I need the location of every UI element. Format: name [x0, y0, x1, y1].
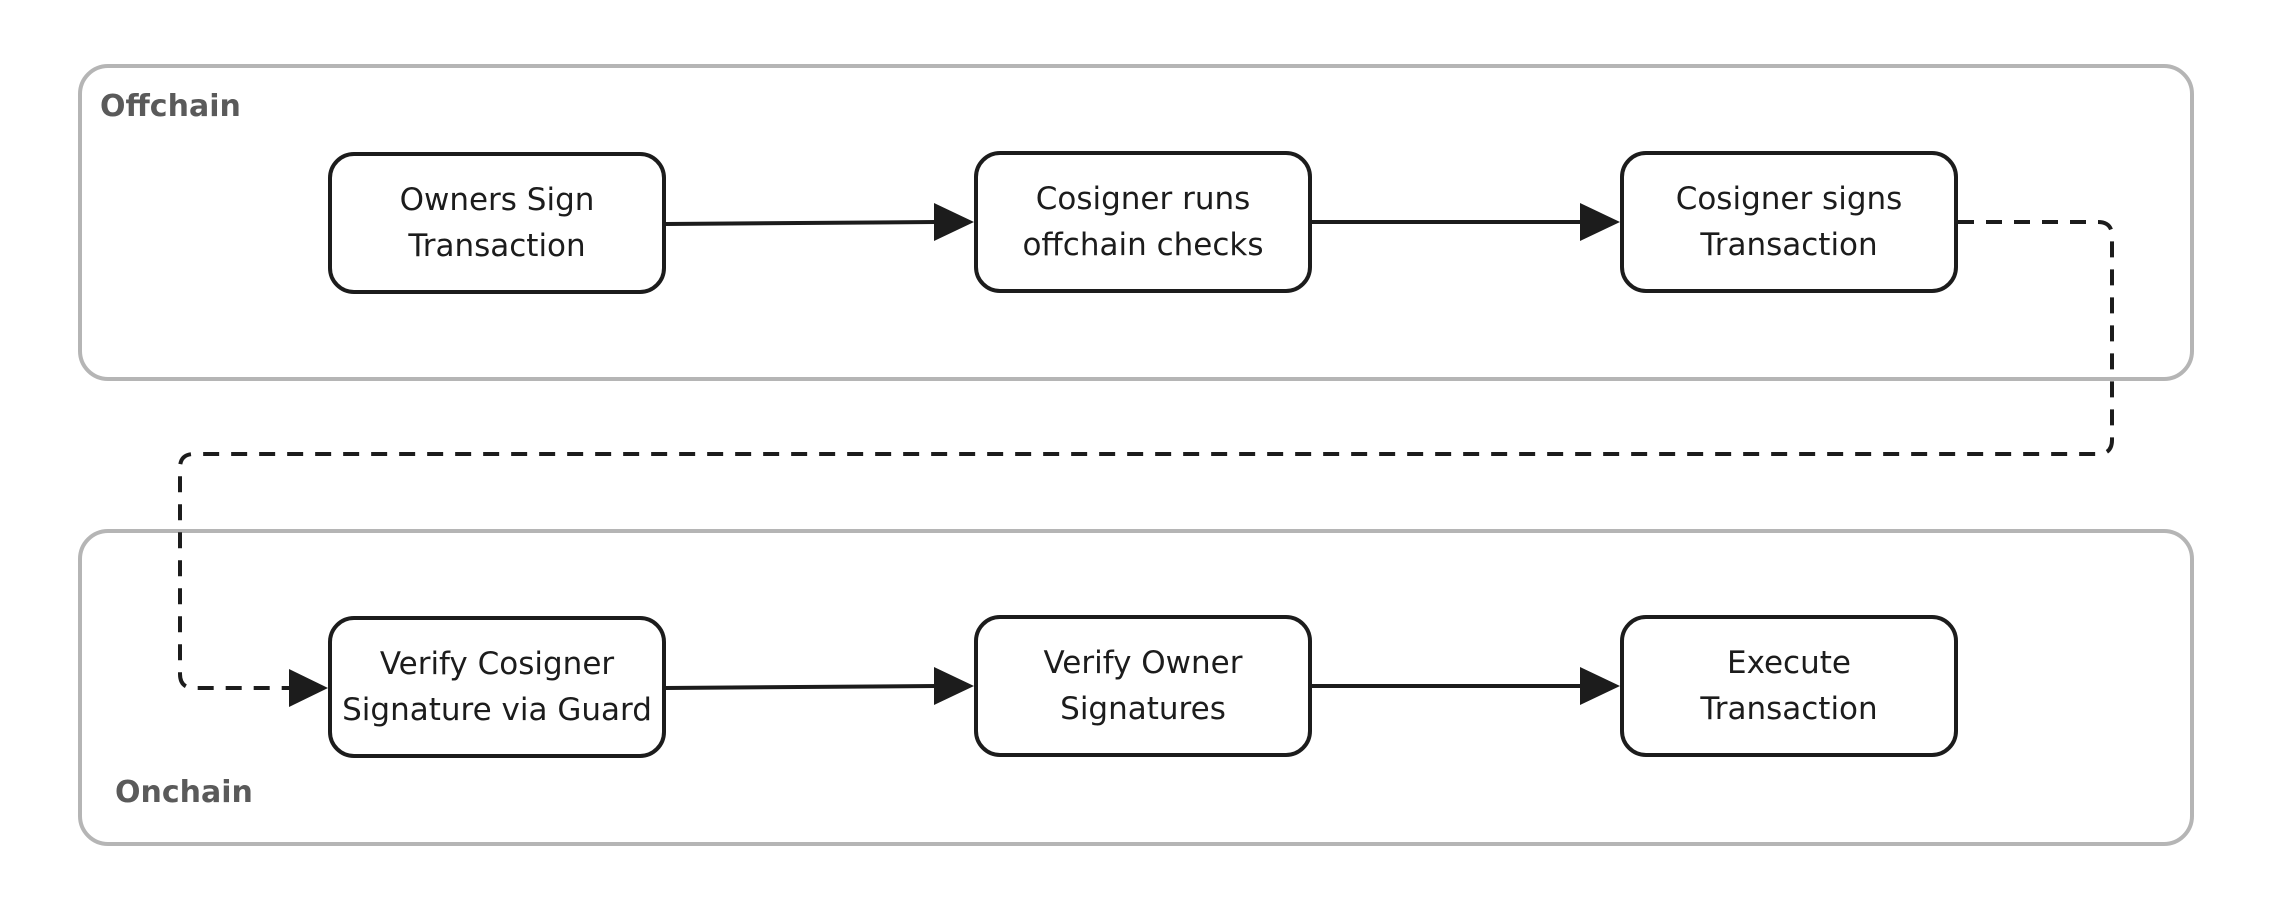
- node-cosigner-runs-offchain-checks: Cosigner runs offchain checks: [974, 151, 1312, 293]
- node-execute-label: Execute Transaction: [1700, 645, 1878, 727]
- arrowhead-dashed-to-verify-cosigner: [289, 669, 328, 707]
- node-verify-cosigner-label: Verify Cosigner Signature via Guard: [342, 646, 652, 728]
- node-execute-transaction: Execute Transaction: [1620, 615, 1958, 757]
- node-owners-sign-label: Owners Sign Transaction: [399, 182, 595, 264]
- arrowhead-owners-to-checks: [934, 203, 974, 241]
- node-verify-owner-signatures: Verify Owner Signatures: [974, 615, 1312, 757]
- onchain-group-label: Onchain: [115, 775, 253, 810]
- node-cosigner-signs-label: Cosigner signs Transaction: [1675, 181, 1903, 263]
- arrowhead-checks-to-signs: [1580, 203, 1620, 241]
- arrow-owners-to-checks: [665, 220, 937, 226]
- node-cosigner-checks-label: Cosigner runs offchain checks: [1022, 181, 1264, 263]
- node-owners-sign-transaction: Owners Sign Transaction: [328, 152, 666, 294]
- arrowhead-verify-cosigner-to-owner: [934, 667, 974, 705]
- offchain-group-label: Offchain: [100, 89, 241, 124]
- node-verify-cosigner-signature: Verify Cosigner Signature via Guard: [328, 616, 666, 758]
- node-cosigner-signs-transaction: Cosigner signs Transaction: [1620, 151, 1958, 293]
- arrow-verify-cosigner-to-owner: [665, 684, 937, 690]
- dashed-connector-offchain-to-onchain: [178, 220, 2114, 690]
- node-verify-owner-label: Verify Owner Signatures: [1043, 645, 1243, 727]
- arrowhead-verify-owner-to-execute: [1580, 667, 1620, 705]
